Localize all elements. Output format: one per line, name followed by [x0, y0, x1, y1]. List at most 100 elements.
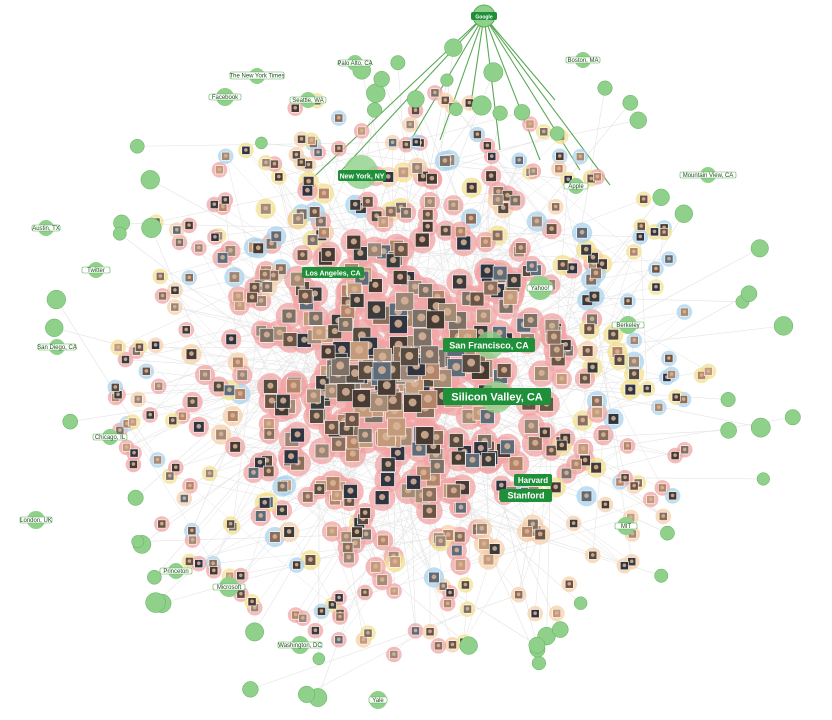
person-face: [529, 263, 535, 268]
person-face: [628, 386, 633, 392]
person-face: [589, 316, 595, 322]
person-face: [116, 345, 120, 349]
person-face: [173, 288, 177, 292]
person-face: [593, 270, 599, 276]
location-node-stanford[interactable]: Stanford: [500, 489, 552, 502]
graph-edge: [625, 477, 764, 480]
graph-edge: [137, 141, 417, 147]
location-label-princeton: Princeton: [163, 569, 188, 575]
person-face: [422, 286, 429, 293]
location-node: [784, 409, 801, 426]
person-face: [250, 599, 254, 604]
person-face: [601, 432, 606, 437]
person-face: [262, 271, 268, 277]
location-label-boston: Boston, MA: [567, 58, 598, 64]
location-node-princeton[interactable]: Princeton: [159, 563, 193, 579]
person-face: [654, 266, 658, 271]
location-node-san-diego[interactable]: San Diego, CA: [37, 339, 77, 355]
person-face: [355, 345, 364, 354]
person-face: [512, 197, 518, 203]
location-node: [255, 136, 268, 150]
person-face: [453, 436, 460, 443]
location-node-palo-alto[interactable]: Palo Alto, CA: [337, 55, 373, 71]
person-face: [216, 383, 222, 389]
location-node-mit[interactable]: MIT: [614, 517, 638, 535]
person-face: [592, 293, 597, 299]
location-node: [513, 104, 531, 121]
hub-node-top[interactable]: Google: [471, 4, 497, 28]
location-node-silicon-valley[interactable]: Silicon Valley, CA: [443, 381, 551, 413]
person-face: [443, 98, 448, 102]
location-node: [622, 94, 639, 111]
person-face: [594, 409, 600, 415]
location-node-boston[interactable]: Boston, MA: [565, 52, 601, 68]
person-face: [379, 577, 385, 582]
person-face: [657, 405, 661, 409]
person-face: [473, 295, 481, 302]
hub-edge: [483, 15, 501, 151]
location-label-microsoft: Microsoft: [217, 585, 242, 591]
location-node-yale[interactable]: Yale: [368, 691, 388, 709]
person-face: [313, 628, 318, 633]
person-face: [310, 392, 317, 399]
person-face: [450, 487, 457, 494]
location-node-apple[interactable]: Apple: [563, 178, 589, 194]
person-face: [480, 312, 487, 319]
location-node-london[interactable]: London, UK: [19, 511, 53, 529]
person-face: [116, 392, 120, 397]
person-face: [392, 652, 396, 656]
person-face: [400, 296, 409, 305]
location-node: [549, 126, 565, 141]
person-face: [113, 385, 118, 389]
person-face: [401, 169, 406, 175]
location-node-seattle[interactable]: Seattle, WA: [289, 92, 327, 108]
location-node: [654, 568, 669, 583]
person-face: [277, 174, 281, 179]
person-face: [410, 478, 417, 485]
person-face: [264, 284, 270, 289]
location-node-facebook[interactable]: Facebook: [208, 88, 242, 106]
location-node-washington[interactable]: Washington, DC: [277, 636, 322, 654]
location-node-austin[interactable]: Austin, TX: [31, 220, 61, 236]
person-face: [227, 573, 232, 578]
location-node: [750, 417, 771, 438]
person-face: [305, 187, 310, 193]
person-face: [541, 129, 546, 134]
location-node-new-york-times[interactable]: The New York Times: [229, 68, 285, 84]
person-face: [286, 529, 292, 534]
person-face: [279, 507, 285, 513]
person-face: [537, 531, 543, 537]
location-node-chicago[interactable]: Chicago, IL: [92, 429, 128, 445]
person-face: [458, 504, 464, 510]
location-node-new-york[interactable]: New York, NY: [338, 155, 386, 189]
person-face: [257, 459, 263, 465]
person-face: [319, 378, 326, 385]
location-node-berkeley[interactable]: Berkeley: [611, 316, 645, 334]
location-node-yahoo[interactable]: Yahoo!: [526, 276, 554, 300]
person-face: [652, 229, 657, 234]
person-face: [460, 239, 467, 246]
graph-edge: [151, 227, 254, 474]
location-node-microsoft[interactable]: Microsoft: [212, 577, 246, 597]
person-face: [452, 362, 461, 371]
person-face: [280, 397, 287, 404]
person-face: [553, 346, 560, 353]
location-node-los-angeles[interactable]: Los Angeles, CA: [302, 267, 364, 278]
person-face: [484, 412, 491, 420]
person-face: [363, 531, 369, 537]
location-node-harvard[interactable]: Harvard: [514, 474, 552, 486]
person-face: [343, 533, 349, 539]
person-face: [123, 357, 128, 361]
person-face: [272, 161, 277, 166]
graph-edge: [404, 80, 448, 302]
person-face: [420, 469, 427, 476]
hub-node-top-label: Google: [475, 15, 492, 21]
location-node-twitter[interactable]: Twitter: [81, 262, 111, 278]
person-face: [467, 358, 476, 367]
person-face: [350, 238, 357, 245]
person-face: [631, 371, 637, 376]
location-node-mountain-view[interactable]: Mountain View, CA: [679, 167, 737, 183]
person-face: [654, 284, 658, 289]
location-node-san-francisco[interactable]: San Francisco, CA: [443, 331, 535, 359]
person-face: [486, 556, 491, 562]
